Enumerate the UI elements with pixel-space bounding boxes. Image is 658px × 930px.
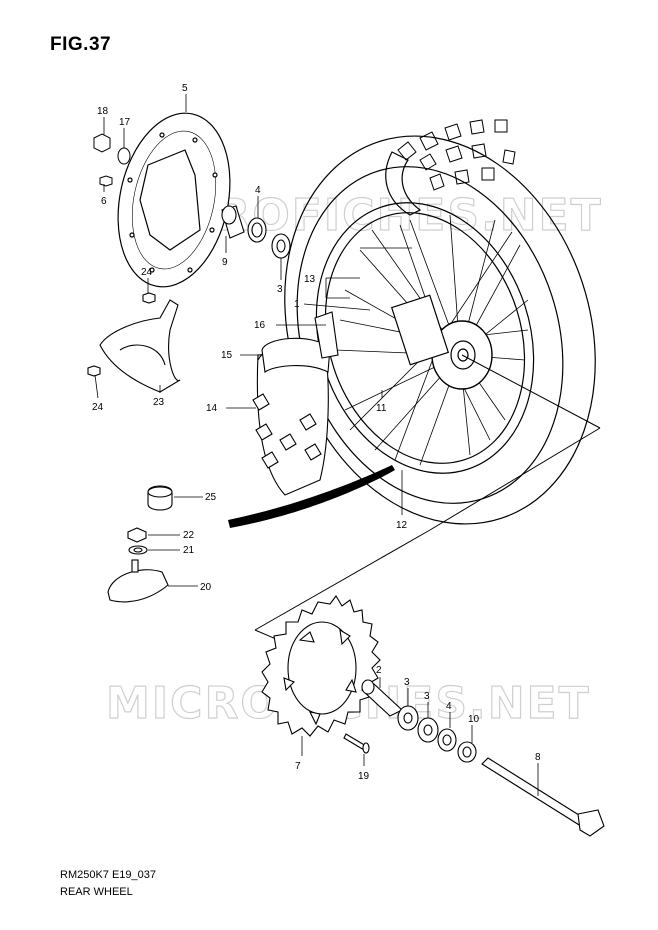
nut-11 [93,133,111,153]
rear-wheel [284,119,596,525]
callout-15: 12 [396,520,408,531]
callout-16: 13 [304,274,316,285]
callout-18: 15 [221,350,233,361]
callout-10: 17 [119,117,131,128]
callout-25: 25 [205,492,217,503]
callout-3a: 3 [277,284,283,295]
rim-inner [324,212,526,464]
callout-6: 6 [101,196,107,207]
callout-11: 18 [97,106,109,117]
callout-20: 20 [200,582,212,593]
callout-8: 9 [222,257,228,268]
hub-body [390,294,450,366]
callout-14: 11 [376,403,387,414]
callout-21: 21 [183,545,195,556]
tire-tread [397,119,516,191]
callout-1: 1 [294,299,300,310]
hub-bearings-left [221,205,291,259]
callout-7: 8 [535,752,541,763]
callout-12: 7 [295,761,301,772]
callout-5: 5 [182,83,188,94]
rim-lock-20 [107,569,169,603]
callout-23: 23 [153,397,165,408]
small-fasteners [93,133,131,187]
figure-code: RM250K7 E19_037 [60,869,157,881]
callout-24b: 24 [92,402,104,413]
brake-disc-5 [117,112,231,288]
axle-7 [481,757,591,829]
sprocket-bolt-13 [343,733,370,754]
callout-4b: 4 [446,701,452,712]
callout-3c: 3 [424,691,430,702]
tire-section-17 [252,344,329,496]
callout-labels: 5 18 17 6 4 9 3 13 1 16 15 14 11 12 24 2… [92,83,541,782]
callout-19: 16 [254,320,266,331]
callout-24a: 24 [141,267,153,278]
tire-cutaway [385,151,422,216]
figure-name: REAR WHEEL [60,886,133,898]
callout-2: 2 [376,665,382,676]
guard-bolt-24-top [142,292,156,304]
callout-13: 19 [358,771,370,782]
hub-parts-right [361,679,605,837]
callout-4a: 4 [255,185,261,196]
washer-10 [117,147,131,165]
guard-bolt-24-bottom [87,365,101,377]
callout-leaders [94,94,539,796]
valve-parts [107,485,173,603]
callout-3b: 3 [404,677,410,688]
valve-nut-22 [127,527,147,543]
callout-22: 22 [183,530,195,541]
disc-guard-23 [87,292,181,393]
callout-9: 10 [468,714,480,725]
figure-title: FIG.37 [50,34,112,55]
rim-band-swoosh [228,465,395,528]
tube-18 [261,311,339,373]
sprocket-12 [261,595,381,737]
assembly-leader-lines [254,354,601,646]
callout-17: 14 [206,403,218,414]
bolt-6 [99,175,113,187]
